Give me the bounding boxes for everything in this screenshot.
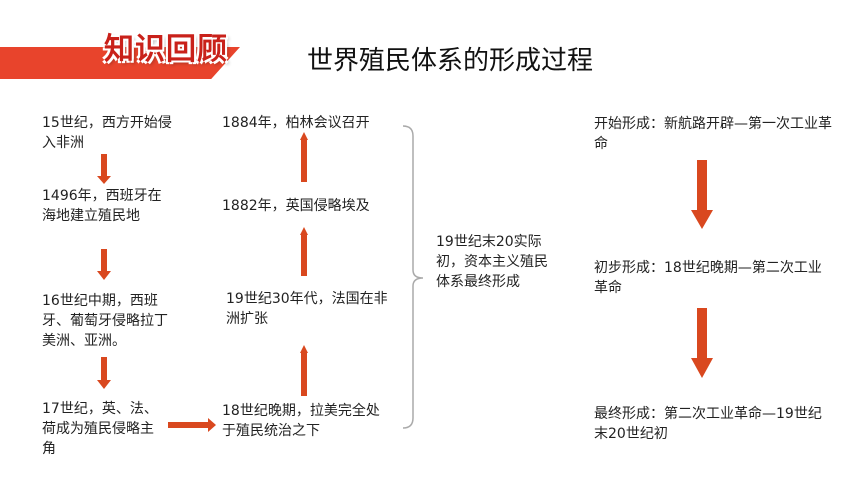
- arrow-up-2: [300, 227, 308, 276]
- arrow-stage-1: [691, 160, 713, 229]
- middle-node-2: 1882年，英国侵略埃及: [222, 198, 370, 214]
- arrow-down-3: [97, 357, 111, 389]
- middle-node-3: 19世纪30年代，法国在非洲扩张: [226, 291, 388, 327]
- left-node-2: 1496年，西班牙在海地建立殖民地: [42, 188, 162, 224]
- left-node-4: 17世纪，英、法、荷成为殖民侵略主角: [42, 401, 158, 457]
- summary-text: 19世纪末20实际初，资本主义殖民体系最终形成: [436, 234, 548, 290]
- middle-node-1: 1884年，柏林会议召开: [222, 115, 370, 131]
- left-node-3: 16世纪中期，西班牙、葡萄牙侵略拉丁美洲、亚洲。: [42, 293, 168, 349]
- stage-initial: 初步形成：18世纪晚期—第二次工业革命: [594, 260, 822, 296]
- bracket: [402, 125, 424, 429]
- arrow-down-2: [97, 249, 111, 280]
- arrow-stage-2: [691, 308, 713, 378]
- left-node-1: 15世纪，西方开始侵入非洲: [42, 115, 172, 151]
- section-badge: 知识回顾: [104, 32, 228, 67]
- arrow-up-1: [300, 132, 308, 182]
- page-title: 世界殖民体系的形成过程: [307, 46, 594, 76]
- header-banner: [0, 47, 240, 79]
- middle-node-4: 18世纪晚期，拉美完全处于殖民统治之下: [222, 403, 380, 439]
- stage-start: 开始形成：新航路开辟—第一次工业革命: [594, 116, 832, 152]
- arrow-up-3: [300, 345, 308, 396]
- stage-final: 最终形成：第二次工业革命—19世纪末20世纪初: [594, 406, 822, 442]
- arrow-right: [168, 418, 216, 432]
- arrow-down-1: [97, 154, 111, 184]
